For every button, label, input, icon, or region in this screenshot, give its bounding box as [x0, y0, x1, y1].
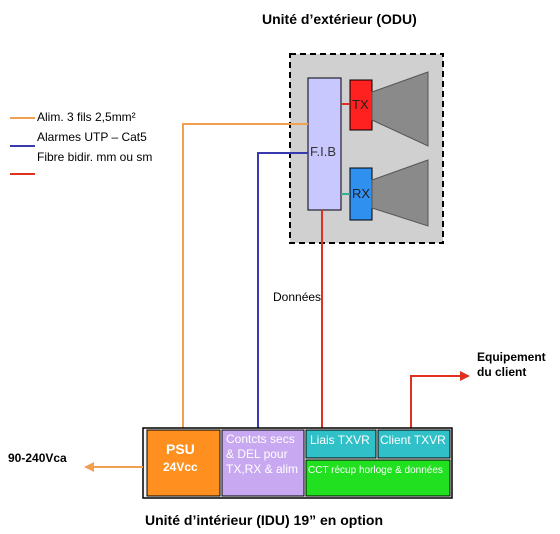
power-cable: [182, 123, 308, 428]
tx-label: TX: [352, 97, 369, 112]
psu-block: [146, 429, 221, 497]
fib-label: F.I.B: [310, 144, 337, 159]
contacts-label-2: & DEL pour: [226, 447, 288, 461]
client-link: [410, 371, 470, 428]
psu-voltage-label: 24Vcc: [163, 460, 198, 474]
legend-label-power: Alim. 3 fils 2,5mm²: [37, 110, 136, 124]
data-label: Données: [273, 290, 322, 304]
cct-block: [305, 459, 451, 497]
liais-txvr-block: [305, 429, 377, 459]
idu-title: Unité d’intérieur (IDU) 19” en option: [145, 512, 384, 528]
contacts-label-1: Contcts secs: [226, 432, 295, 446]
cct-label: CCT récup horloge & données: [308, 465, 443, 476]
legend: [10, 117, 35, 175]
contacts-block: [221, 429, 305, 497]
mains-label: 90-240Vca: [8, 451, 67, 465]
legend-label-alarms: Alarmes UTP – Cat5: [37, 130, 147, 144]
legend-label-fibre: Fibre bidir. mm ou sm: [37, 150, 153, 164]
client-label-1: Equipement: [477, 350, 546, 364]
contacts-label-3: TX,RX & alim: [226, 462, 299, 476]
client-txvr-block: [377, 429, 451, 459]
odu-title: Unité d’extérieur (ODU): [262, 11, 417, 27]
alarm-cable: [257, 152, 308, 428]
rx-label: RX: [352, 186, 371, 201]
psu-label: PSU: [166, 441, 195, 457]
client-txvr-label: Client TXVR: [380, 433, 446, 447]
rx-horn-icon: [371, 159, 429, 227]
liais-txvr-label: Liais TXVR: [310, 433, 370, 447]
fib-block: [307, 77, 342, 211]
client-label-2: du client: [477, 365, 527, 379]
tx-horn-icon: [371, 71, 429, 147]
